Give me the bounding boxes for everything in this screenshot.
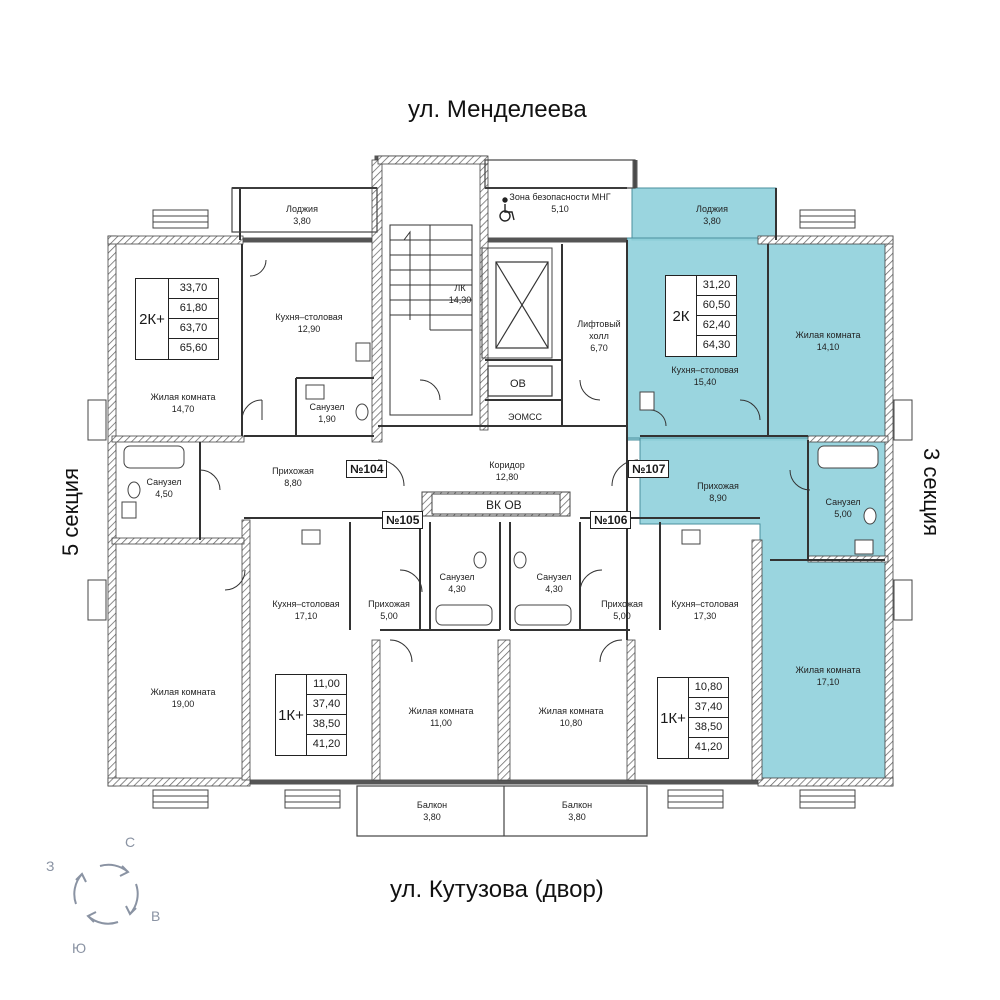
unit-type-106: 1К+ <box>658 678 689 758</box>
area-105-1: 37,40 <box>307 695 346 715</box>
street-top: ул. Менделеева <box>408 96 587 123</box>
unit-label-104[interactable]: №104 <box>346 460 388 478</box>
wheelchair-icon <box>499 197 515 222</box>
unit-info-107: 2К 31,20 60,50 62,40 64,30 <box>665 275 737 357</box>
unit-label-106[interactable]: №106 <box>590 511 632 529</box>
area-106-3: 41,20 <box>694 741 723 753</box>
area-104-1: 61,80 <box>169 299 218 319</box>
unit-label-105[interactable]: №105 <box>382 511 424 529</box>
compass-west: З <box>46 858 55 874</box>
compass-icon <box>73 863 139 925</box>
area-107-3: 64,30 <box>702 339 731 351</box>
area-106-2: 38,50 <box>689 718 728 738</box>
unit-type-107: 2К <box>666 276 697 356</box>
unit-info-104: 2К+ 33,70 61,80 63,70 65,60 <box>135 278 219 360</box>
section-right: 3 секция <box>919 448 944 537</box>
section-left: 5 секция <box>58 467 83 556</box>
area-107-2: 62,40 <box>697 316 736 336</box>
area-105-3: 41,20 <box>312 738 341 750</box>
area-104-2: 63,70 <box>169 319 218 339</box>
area-105-0: 11,00 <box>307 675 346 695</box>
hatched-walls <box>107 155 894 787</box>
unit-info-105: 1К+ 11,00 37,40 38,50 41,20 <box>275 674 347 756</box>
area-107-0: 31,20 <box>697 276 736 296</box>
unit-label-107[interactable]: №107 <box>628 460 670 478</box>
compass-north: С <box>125 834 136 850</box>
area-104-3: 65,60 <box>179 342 208 354</box>
compass-south: Ю <box>72 940 87 956</box>
sanitary-fixtures <box>121 342 879 626</box>
tag-eomss: ЭОМСС <box>508 412 542 422</box>
lift-shaft <box>487 261 553 397</box>
unit-type-105: 1К+ <box>276 675 307 755</box>
compass-east: В <box>151 908 161 924</box>
highlighted-apartment-107[interactable] <box>626 187 890 783</box>
area-106-0: 10,80 <box>689 678 728 698</box>
unit-type-104: 2К+ <box>136 279 169 359</box>
unit-info-106: 1К+ 10,80 37,40 38,50 41,20 <box>657 677 729 759</box>
staircase <box>389 224 473 416</box>
street-bottom: ул. Кутузова (двор) <box>390 876 604 903</box>
area-106-1: 37,40 <box>689 698 728 718</box>
tag-vk-ov: ВК ОВ <box>486 498 522 512</box>
tag-ov: ОВ <box>510 378 526 390</box>
windows <box>87 209 913 809</box>
area-107-1: 60,50 <box>697 296 736 316</box>
area-104-0: 33,70 <box>169 279 218 299</box>
area-105-2: 38,50 <box>307 715 346 735</box>
balconies <box>231 159 648 837</box>
